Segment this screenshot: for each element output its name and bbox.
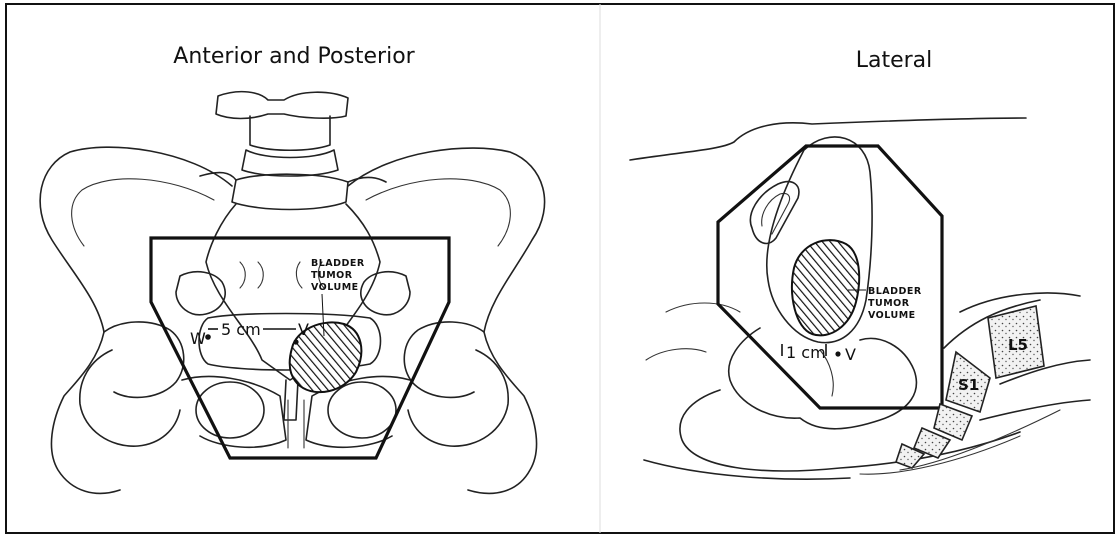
left-distance-label: 5 cm — [221, 320, 261, 339]
left-distance-marker: W 5 cm V — [190, 320, 309, 348]
pubic-symphysis-drawing — [750, 182, 798, 244]
left-panel: Anterior and Posterior — [40, 44, 544, 493]
right-tumor-label-line-2: TUMOR — [868, 298, 910, 309]
vertebra-s1-label: S1 — [958, 376, 979, 394]
point-w-dot — [205, 334, 211, 340]
lateral-bladder-tumor-volume — [792, 240, 859, 335]
point-v-label-right: V — [845, 345, 856, 364]
right-panel-title: Lateral — [856, 48, 933, 73]
right-tumor-label-line-3: VOLUME — [868, 310, 916, 321]
point-w-label: W — [190, 329, 206, 348]
right-tumor-label-line-1: BLADDER — [868, 286, 922, 297]
left-panel-title: Anterior and Posterior — [173, 44, 415, 69]
right-panel: Lateral L5 S1 — [630, 48, 1090, 479]
right-distance-label: 1 cm — [786, 343, 826, 362]
left-tumor-label-line-1: BLADDER — [311, 258, 365, 269]
left-tumor-label-line-3: VOLUME — [311, 282, 359, 293]
vertebra-l5-label: L5 — [1008, 336, 1028, 354]
point-v-dot-right — [835, 351, 840, 356]
lumbar-vertebra-drawing — [200, 92, 386, 210]
iliac-wings-drawing — [40, 147, 544, 493]
left-tumor-label-line-2: TUMOR — [311, 270, 353, 281]
right-distance-marker: 1 cm V — [782, 343, 856, 364]
point-v-label-left: V — [298, 320, 309, 339]
point-v-dot-left — [293, 339, 298, 344]
